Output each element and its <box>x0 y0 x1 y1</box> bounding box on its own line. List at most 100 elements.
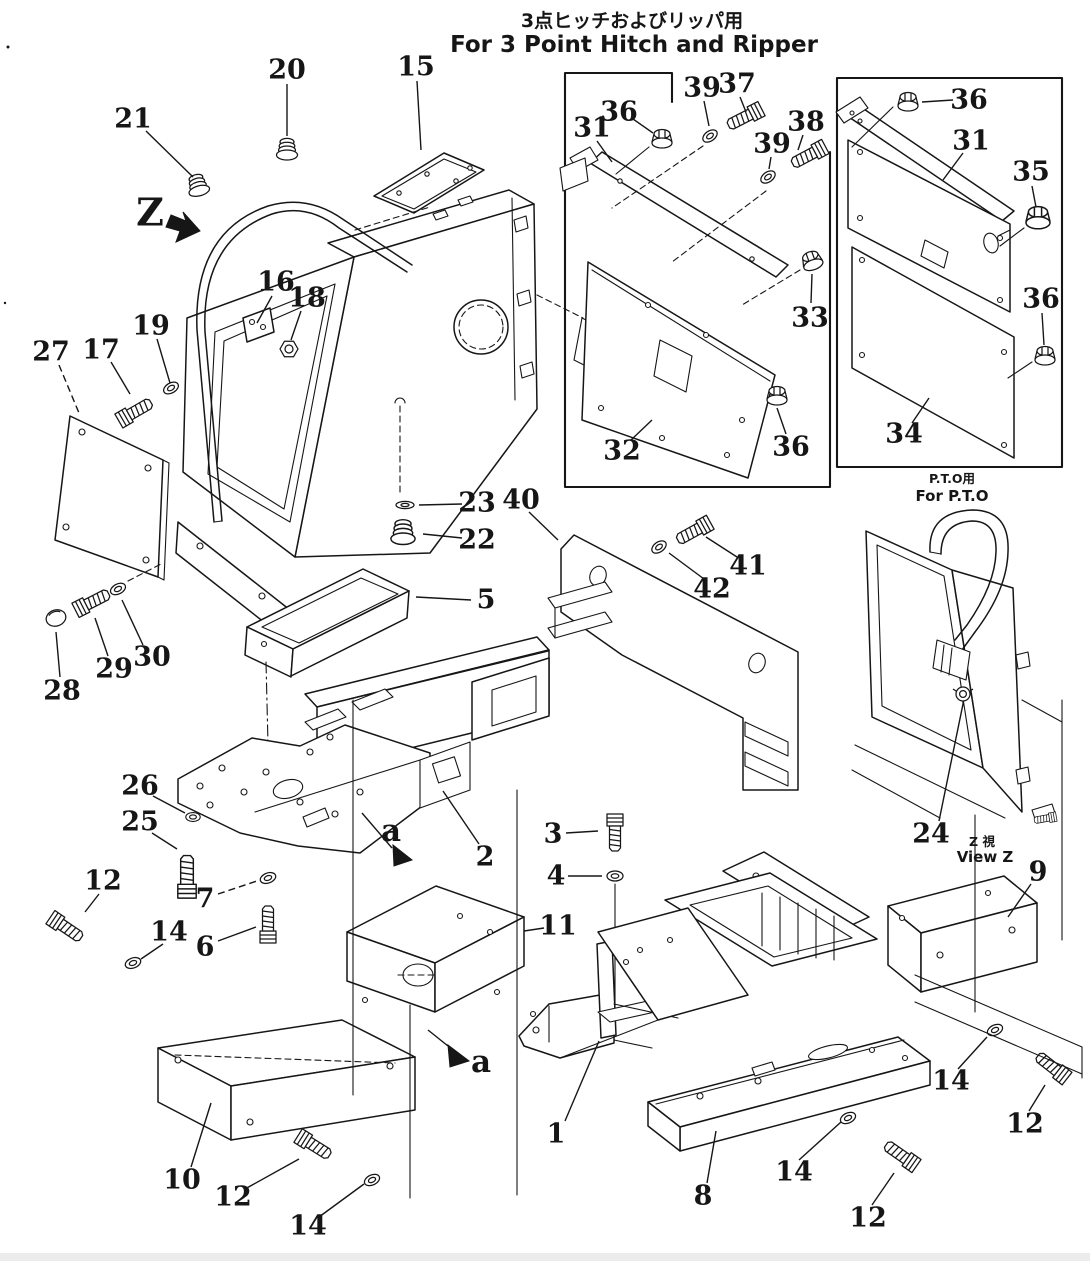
leader-line-part-36 <box>921 99 954 103</box>
callout-36: 36 <box>950 85 988 116</box>
side-cover-panel-27 <box>43 379 182 630</box>
callout-14: 14 <box>775 1157 813 1188</box>
scan-edge-artifact <box>0 1253 1090 1261</box>
leader-line-part-32 <box>630 419 653 441</box>
callout-24: 24 <box>912 819 950 850</box>
callout-19: 19 <box>132 311 170 342</box>
callout-a: a <box>381 813 401 849</box>
leader-line-part-31 <box>942 152 964 181</box>
leader-line-part-35 <box>1031 185 1037 208</box>
callout-25: 25 <box>121 807 159 838</box>
callout-39: 39 <box>753 129 791 160</box>
tray-5 <box>244 568 410 745</box>
middle-box-panel-view <box>559 71 832 489</box>
callout-14: 14 <box>150 917 188 948</box>
section-a-arrow-icon <box>447 1043 471 1068</box>
callout-21: 21 <box>114 104 152 135</box>
callout-32: 32 <box>603 436 641 467</box>
leader-line-part-5 <box>415 596 472 601</box>
pto-label-japanese: P.T.O用 <box>929 471 975 486</box>
leader-line-part-26 <box>152 795 186 814</box>
leader-line-part-9 <box>1007 883 1032 918</box>
callout-17: 17 <box>82 335 120 366</box>
leader-line-part-22 <box>422 533 463 539</box>
z-arrow-icon <box>165 211 201 243</box>
leader-line-part-12 <box>871 1172 895 1206</box>
view-direction-markers <box>165 211 471 1068</box>
leader-line-part-36 <box>776 407 787 435</box>
lower-frame-assembly <box>559 851 931 1174</box>
callout-23: 23 <box>458 488 496 519</box>
callout-33: 33 <box>791 303 829 334</box>
callout-40: 40 <box>502 485 540 516</box>
callout-31: 31 <box>952 126 990 157</box>
callout-16: 16 <box>257 267 295 298</box>
section-a-arrow-icon <box>392 843 414 867</box>
view-z-detail: Z 視 View Z <box>851 509 1063 941</box>
leader-line-part-18 <box>290 310 302 341</box>
callout-34: 34 <box>885 419 923 450</box>
callout-31: 31 <box>573 113 611 144</box>
leader-line-part-24 <box>938 703 964 822</box>
callout-1: 1 <box>547 1119 566 1150</box>
callout-9: 9 <box>1029 857 1048 888</box>
main-housing-assembly <box>175 137 584 642</box>
main-frame-2 <box>45 636 550 972</box>
callout-36: 36 <box>772 432 810 463</box>
view-z-label-japanese: Z 視 <box>969 834 995 849</box>
callout-42: 42 <box>693 574 731 605</box>
callout-27: 27 <box>32 337 70 368</box>
leader-line-part-12 <box>244 1158 300 1190</box>
support-plate-40 <box>547 514 799 791</box>
leader-line-part-40 <box>528 511 559 541</box>
leader-line-part-1 <box>564 1040 600 1122</box>
leader-line-part-10 <box>190 1102 212 1168</box>
callout-11: 11 <box>539 911 577 942</box>
callout-18: 18 <box>288 283 326 314</box>
leader-line-part-7 <box>217 880 258 895</box>
leader-line-part-14 <box>798 1121 842 1161</box>
callout-39: 39 <box>683 73 721 104</box>
pto-label-english: For P.T.O <box>916 487 989 505</box>
callout-10: 10 <box>163 1165 201 1196</box>
callout-41: 41 <box>729 551 767 582</box>
leader-line-part-3 <box>565 830 599 834</box>
callout-28-29-30-group: 28 29 30 <box>43 599 171 707</box>
leader-line-part-17 <box>110 361 131 395</box>
callout-Z: Z <box>136 190 164 235</box>
callout-12: 12 <box>1006 1109 1044 1140</box>
callout-7: 7 <box>196 884 215 915</box>
pto-box-panel-view: P.T.O用 For P.T.O <box>835 76 1064 505</box>
callout-8: 8 <box>694 1181 713 1212</box>
diagram-title: 3点ヒッチおよびリッパ用 For 3 Point Hitch and Rippe… <box>450 10 818 58</box>
leader-line-part-36 <box>1041 312 1045 346</box>
leader-line-part-41 <box>705 536 738 558</box>
leader-line-part-11 <box>523 927 545 932</box>
callout-38: 38 <box>787 107 825 138</box>
scan-speck <box>3 301 7 305</box>
callout-37: 37 <box>718 69 756 100</box>
callout-4: 4 <box>547 861 566 892</box>
callout-30: 30 <box>133 642 171 673</box>
callout-28: 28 <box>43 676 81 707</box>
leader-line-part-21 <box>145 130 194 178</box>
callout-35: 35 <box>1012 157 1050 188</box>
leader-line-part-34 <box>911 397 930 424</box>
callout-36: 36 <box>1022 284 1060 315</box>
leader-line-part-14 <box>140 943 164 960</box>
callout-12: 12 <box>84 866 122 897</box>
callout-12: 12 <box>214 1182 252 1213</box>
leader-line-part-14 <box>318 1183 365 1218</box>
section-lines <box>352 699 1083 1199</box>
leader-line-part-14 <box>957 1036 988 1070</box>
callout-a: a <box>471 1044 491 1080</box>
bracket-10 <box>157 1019 416 1189</box>
leader-line-part-2 <box>442 790 480 845</box>
callout-5: 5 <box>477 585 496 616</box>
leader-line-part-36 <box>632 118 654 134</box>
leader-line-part-16 <box>256 295 273 324</box>
leader-line-part-23 <box>418 503 463 506</box>
callout-26: 26 <box>121 771 159 802</box>
